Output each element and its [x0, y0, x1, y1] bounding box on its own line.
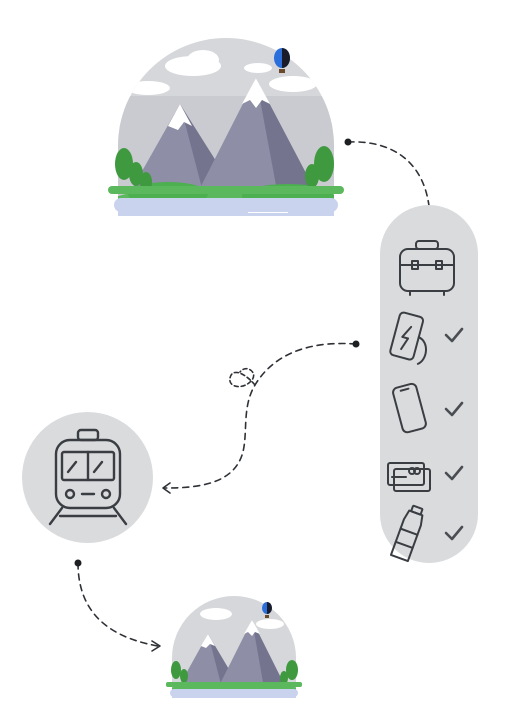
smartphone-icon	[392, 382, 427, 434]
connector-scene-to-bag	[347, 141, 431, 219]
check-icon	[444, 525, 464, 541]
destination-landscape	[108, 36, 344, 218]
water-bottle-icon	[389, 504, 424, 563]
power-bank-icon	[389, 311, 427, 365]
check-icon	[444, 401, 464, 417]
arrival-landscape	[166, 596, 302, 700]
train-icon	[48, 428, 128, 526]
hot-air-balloon-icon	[262, 602, 272, 618]
hot-air-balloon-icon	[274, 48, 290, 73]
check-icon	[444, 327, 464, 343]
credit-cards-icon	[387, 462, 431, 492]
transport-node	[22, 412, 153, 543]
connector-start-dot	[352, 340, 360, 348]
connector-bag-to-train	[164, 342, 357, 489]
arrowhead	[151, 640, 161, 652]
connector-start-dot	[344, 138, 352, 146]
packing-panel	[380, 205, 478, 563]
connector-start-dot	[74, 559, 82, 567]
arrowhead	[162, 482, 171, 494]
loop-doodle	[229, 367, 256, 388]
travel-bag-icon	[399, 240, 455, 296]
connector-train-to-arrival	[77, 562, 159, 647]
check-icon	[444, 465, 464, 481]
